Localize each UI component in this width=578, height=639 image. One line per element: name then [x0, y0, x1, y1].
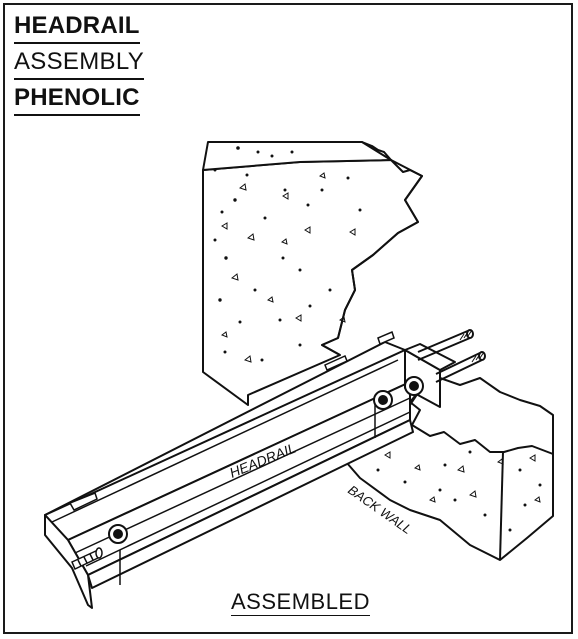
headrail-channel [44, 341, 414, 609]
title-block: HEADRAIL ASSEMBLY PHENOLIC [14, 14, 145, 122]
title-assembly: ASSEMBLY [14, 50, 145, 80]
concrete-texture [213, 146, 542, 532]
channel-bolts [108, 376, 424, 544]
title-phenolic: PHENOLIC [14, 86, 140, 116]
assembled-caption: ASSEMBLED [231, 589, 370, 616]
end-screw [71, 547, 103, 571]
title-headrail: HEADRAIL [14, 14, 140, 44]
anchor-bolts [417, 329, 486, 383]
channel-details [51, 330, 411, 585]
wall-angle-bracket [404, 343, 456, 408]
